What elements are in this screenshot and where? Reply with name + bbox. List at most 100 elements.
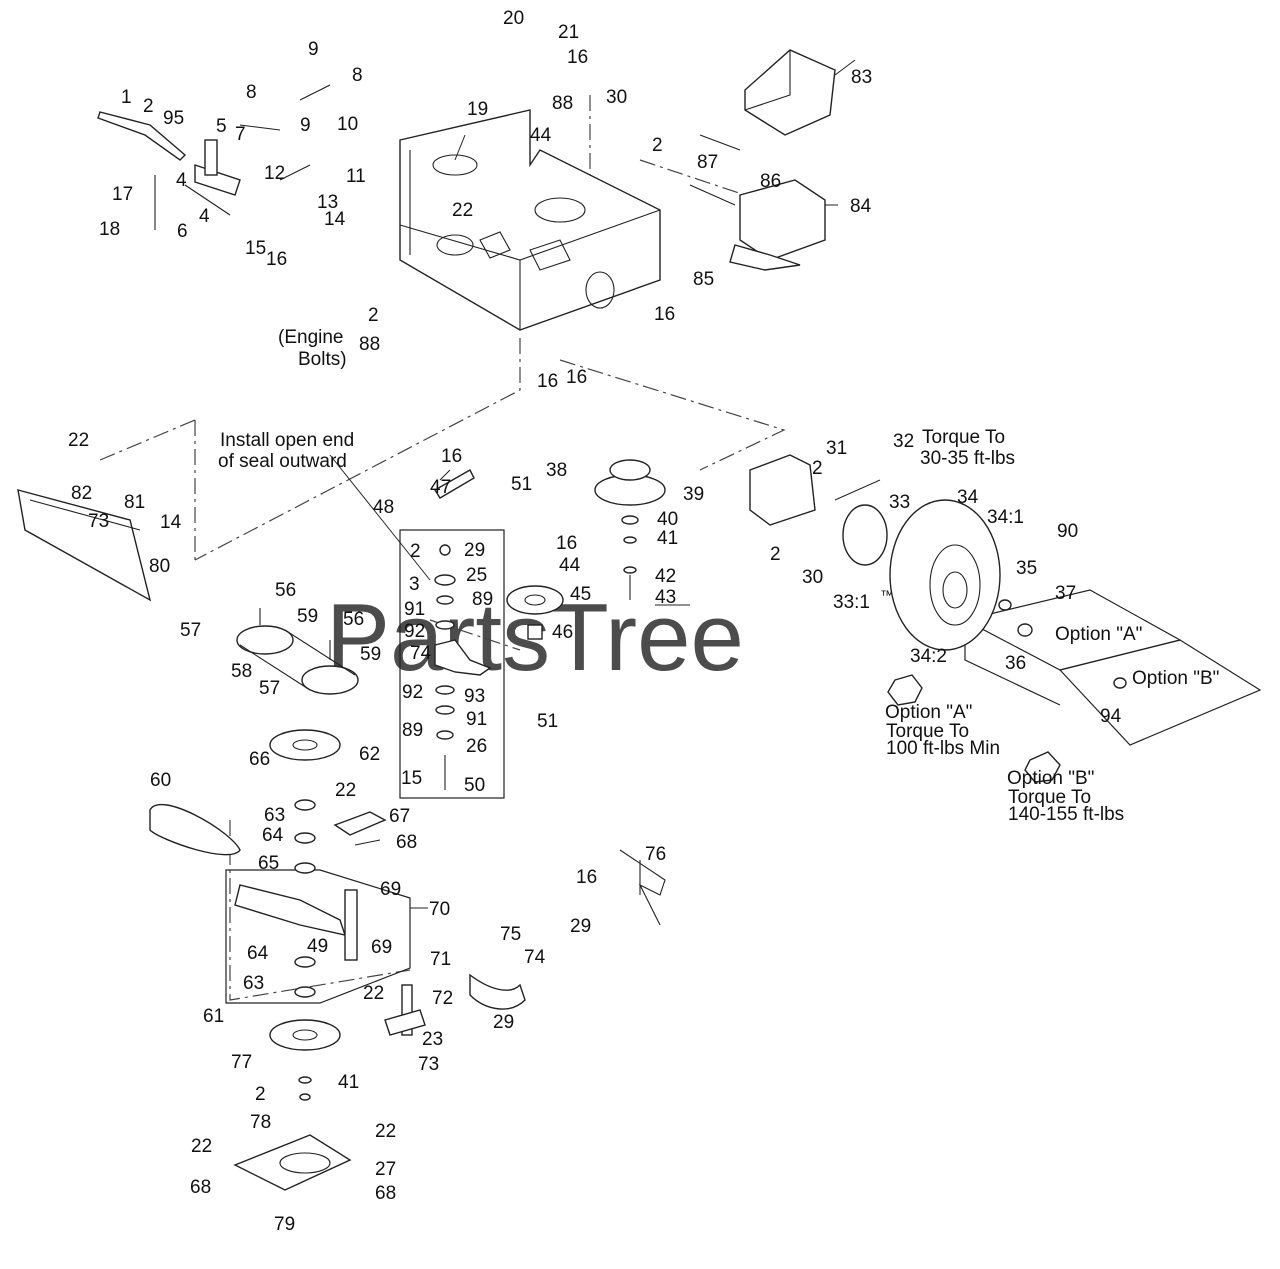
callout: 23 <box>422 1029 443 1050</box>
callout: 8 <box>246 82 257 103</box>
callout: 91 <box>466 709 487 730</box>
callout: 4 <box>176 170 187 191</box>
plate-79 <box>233 1134 352 1191</box>
callout: 2 <box>143 96 154 117</box>
callout: 64 <box>247 943 269 964</box>
callout: 46 <box>552 622 573 643</box>
note-option-b: Option "B" <box>1132 668 1219 689</box>
note-seal: Install open end <box>220 430 354 451</box>
callout: 22 <box>68 430 89 451</box>
note-option-b-torque: Torque To <box>1008 787 1091 808</box>
callout: 16 <box>266 249 287 270</box>
callout: 22 <box>335 780 356 801</box>
callout: 74 <box>410 643 432 664</box>
callout: 17 <box>112 184 133 205</box>
callout: 48 <box>373 497 394 518</box>
note-option-b-torque: Option "B" <box>1007 768 1094 789</box>
wheel-assembly <box>749 454 1127 783</box>
callout: 39 <box>683 484 704 505</box>
callout: 22 <box>191 1136 212 1157</box>
callout: 68 <box>190 1177 211 1198</box>
callout: 2 <box>255 1084 266 1105</box>
callout: 74 <box>524 947 546 968</box>
callout: 63 <box>264 805 285 826</box>
callout: 94 <box>1100 706 1122 727</box>
idler-assembly-48 <box>434 469 492 790</box>
note-engine-bolts: (Engine <box>278 327 344 348</box>
callout: 57 <box>180 620 201 641</box>
callout: 2 <box>368 305 379 326</box>
callout: 44 <box>530 125 552 146</box>
deck-pulleys <box>236 608 359 695</box>
group-70-box <box>225 869 411 1004</box>
callout: 10 <box>337 114 358 135</box>
callout: 8 <box>352 65 363 86</box>
callout: 12 <box>264 163 285 184</box>
callout: 43 <box>655 587 676 608</box>
bracket-67 <box>333 811 387 836</box>
note-option-b-torque: 140-155 ft-lbs <box>1008 804 1124 825</box>
callout: 22 <box>363 983 384 1004</box>
callout: 32 <box>893 431 914 452</box>
callout: 95 <box>163 108 184 129</box>
callout: 11 <box>346 166 366 187</box>
callout: 16 <box>654 304 675 325</box>
callout: 6 <box>177 221 188 242</box>
callout: 92 <box>402 682 423 703</box>
spindle-stack <box>234 799 358 998</box>
callout: 16 <box>567 47 588 68</box>
callout: 73 <box>418 1054 439 1075</box>
callout: 85 <box>693 269 714 290</box>
callout: 81 <box>124 492 145 513</box>
callout: 2 <box>652 135 663 156</box>
callout: 62 <box>359 744 380 765</box>
callout: 90 <box>1057 521 1078 542</box>
callout: 77 <box>231 1052 252 1073</box>
callout: 40 <box>657 509 678 530</box>
callout: 75 <box>500 924 521 945</box>
pulley-39 <box>594 459 666 600</box>
callout: 80 <box>149 556 170 577</box>
callout: 25 <box>466 565 487 586</box>
callout: 9 <box>300 115 311 136</box>
callout: 88 <box>359 334 380 355</box>
callout: 41 <box>657 528 678 549</box>
callout: 68 <box>375 1183 396 1204</box>
callout: 65 <box>258 853 279 874</box>
callout: 41 <box>338 1072 359 1093</box>
callout: 91 <box>404 599 425 620</box>
callout: 33:1 <box>833 592 870 613</box>
callout: 61 <box>203 1006 224 1027</box>
callout: 45 <box>570 584 591 605</box>
callout: 84 <box>850 196 872 217</box>
callout: 1 <box>121 87 132 108</box>
leader-lines <box>329 59 881 909</box>
pulley-77 <box>269 1019 341 1101</box>
callout: 79 <box>274 1214 295 1235</box>
chassis-frame <box>399 109 661 331</box>
note-torque-32: 30-35 ft-lbs <box>920 448 1015 469</box>
callout: 87 <box>697 152 718 173</box>
callout: 44 <box>559 555 581 576</box>
callout: 26 <box>466 736 487 757</box>
callout: 56 <box>275 580 296 601</box>
callout: 38 <box>546 460 567 481</box>
callout: 15 <box>401 768 422 789</box>
callout: 34 <box>957 487 979 508</box>
bracket-86 <box>729 179 826 271</box>
callout: 35 <box>1016 558 1037 579</box>
callout: 22 <box>452 200 473 221</box>
callout: 86 <box>760 171 781 192</box>
callout: 30 <box>802 567 823 588</box>
rod-87 <box>689 134 741 206</box>
callout: 59 <box>360 644 381 665</box>
panel-80 <box>17 489 152 602</box>
callout: 15 <box>245 238 266 259</box>
callout: 30 <box>606 87 627 108</box>
note-engine-bolts: Bolts) <box>298 349 347 370</box>
callout: 73 <box>88 511 109 532</box>
callout: 42 <box>655 566 676 587</box>
callout: 68 <box>396 832 417 853</box>
callout: 82 <box>71 483 92 504</box>
